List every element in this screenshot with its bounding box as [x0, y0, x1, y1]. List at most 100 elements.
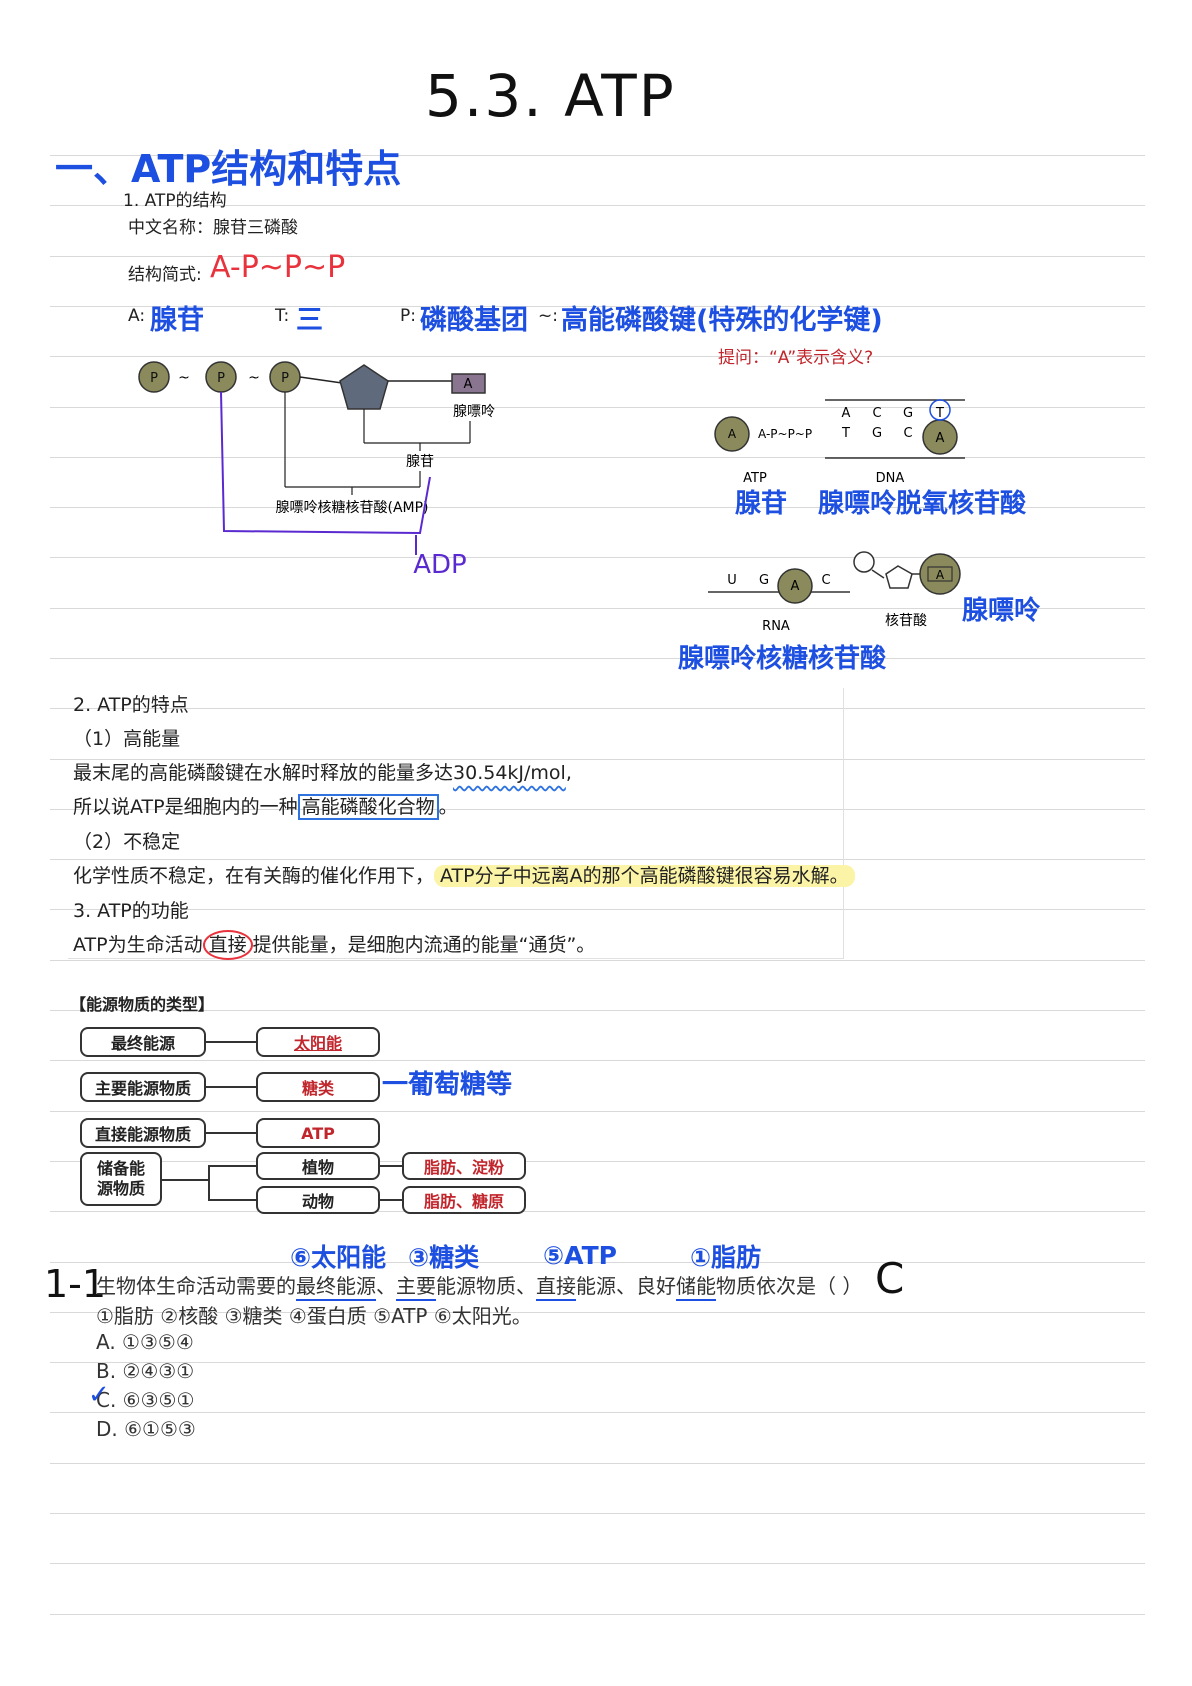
dna-small-label: DNA: [876, 471, 905, 486]
dna-top-2: C: [872, 406, 881, 421]
nucleotide-note: 腺嘌呤: [962, 596, 1041, 626]
dna-bottom-4: A: [936, 431, 945, 446]
energy-right-1: 太阳能: [256, 1027, 380, 1057]
a-meaning-diagram: A A-P~P~P ATP A C G T T G C A DNA U G A …: [708, 399, 965, 634]
storage-connector: [162, 1179, 208, 1181]
ruled-line: [50, 1161, 1145, 1162]
storage-left: 储备能源物质: [80, 1152, 162, 1206]
energy-connector-1: [206, 1041, 256, 1043]
direct-circle: 直接: [202, 930, 253, 960]
t-label: T:: [275, 306, 290, 326]
atp-small-label: ATP: [743, 471, 767, 486]
ruled-line: [50, 1513, 1145, 1514]
ruled-line: [50, 1362, 1145, 1363]
option-a[interactable]: A. ①③⑤④: [96, 1330, 194, 1354]
ruled-line: [50, 457, 1145, 458]
option-c[interactable]: C. ⑥③⑤①: [96, 1388, 195, 1412]
dna-top-3: G: [903, 406, 913, 421]
dna-bottom-3: C: [903, 426, 912, 441]
annotation-atp: ⑤ATP: [543, 1241, 617, 1270]
rna-letter-3: A: [791, 579, 800, 594]
svg-text:P: P: [281, 371, 289, 386]
energy-line: 最末尾的高能磷酸键在水解时释放的能量多达30.54kJ/mol,: [73, 762, 572, 784]
ruled-line: [50, 1463, 1145, 1464]
ruled-line: [50, 909, 1145, 910]
ruled-line: [50, 608, 1145, 609]
phosphate-group-3: P: [269, 361, 301, 393]
amp-label: 腺嘌呤核糖核苷酸(AMP): [275, 500, 428, 516]
option-d[interactable]: D. ⑥①⑤③: [96, 1417, 196, 1441]
adenine-label: 腺嘌呤: [453, 404, 495, 420]
rna-letter-1: U: [727, 573, 737, 588]
energy-types-title: 【能源物质的类型】: [70, 995, 215, 1014]
p-label: P:: [400, 306, 416, 326]
subheading-function: 3. ATP的功能: [73, 900, 189, 922]
ruled-line: [50, 1060, 1145, 1061]
formula-label: 结构简式:: [128, 265, 202, 285]
ruled-line: [50, 960, 1145, 961]
tilde-label: ~:: [538, 306, 558, 326]
t-value: 三: [296, 305, 323, 336]
subheading-atp-features: 2. ATP的特点: [73, 694, 189, 716]
animal-value-connector: [380, 1199, 402, 1201]
atp-structure-diagram: P ~ P ~ P A 腺嘌呤 腺苷 腺嘌呤核糖核苷酸(AMP) ADP: [138, 361, 495, 580]
question-stem-line2: ①脂肪 ②核酸 ③糖类 ④蛋白质 ⑤ATP ⑥太阳光。: [96, 1304, 532, 1328]
ribose-pentagon: [339, 364, 389, 410]
hydrolysis-highlight: ATP分子中远离A的那个高能磷酸键很容易水解。: [434, 865, 855, 887]
storage-branch: [208, 1165, 210, 1200]
phosphate-group-2: P: [205, 361, 237, 393]
formula-value: A-P~P~P: [210, 250, 346, 285]
ruled-line: [50, 759, 1145, 760]
energy-value: 30.54kJ/mol: [453, 762, 566, 784]
ruled-line: [50, 306, 1145, 307]
ruled-line: [50, 407, 1145, 408]
svg-text:P: P: [150, 371, 158, 386]
animal-value: 脂肪、糖原: [402, 1186, 526, 1214]
ruled-line: [50, 1262, 1145, 1263]
section-heading-structure: 一、ATP结构和特点: [55, 147, 402, 191]
features-box: [68, 688, 844, 959]
ruled-line: [50, 809, 1145, 810]
compound-highlight: 高能磷酸化合物: [297, 794, 439, 820]
adp-label: ADP: [413, 550, 467, 580]
energy-connector-3: [206, 1132, 256, 1134]
ruled-line: [50, 1614, 1145, 1615]
storage-plant: 植物: [256, 1152, 380, 1180]
energy-right-2: 糖类: [256, 1072, 380, 1102]
annotation-sun: ⑥太阳能: [290, 1243, 387, 1272]
annotation-fat: ①脂肪: [690, 1243, 762, 1272]
svg-text:~: ~: [248, 370, 260, 386]
storage-animal: 动物: [256, 1186, 380, 1214]
dna-note: 腺嘌呤脱氧核苷酸: [818, 489, 1027, 519]
ruled-line: [50, 658, 1145, 659]
energy-right-3: ATP: [256, 1118, 380, 1148]
unstable-line: 化学性质不稳定，在有关酶的催化作用下，ATP分子中远离A的那个高能磷酸键很容易水…: [73, 861, 855, 888]
ruled-line: [50, 507, 1145, 508]
dna-small: A C G T T G C A DNA: [825, 399, 965, 486]
rna-letter-2: G: [759, 573, 769, 588]
svg-text:A: A: [936, 568, 945, 582]
energy-connector-2: [206, 1086, 256, 1088]
ruled-line: [50, 205, 1145, 206]
compound-line: 所以说ATP是细胞内的一种高能磷酸化合物。: [73, 794, 458, 820]
rna-small: U G A C RNA: [708, 568, 850, 634]
ruled-line: [50, 1010, 1145, 1011]
option-b[interactable]: B. ②④③①: [96, 1359, 195, 1383]
energy-left-2: 主要能源物质: [80, 1072, 206, 1102]
svg-text:A: A: [464, 377, 473, 392]
question-stem: 生物体生命活动需要的最终能源、主要能源物质、直接能源、良好储能物质依次是（ ）: [96, 1274, 863, 1298]
atp-small: A A-P~P~P ATP: [714, 416, 812, 486]
check-mark-icon: ✓: [88, 1380, 110, 1410]
subheading-high-energy: （1）高能量: [73, 728, 181, 750]
rna-note: 腺嘌呤核糖核苷酸: [678, 644, 887, 674]
ruled-line: [50, 1111, 1145, 1112]
phosphate-group-1: P: [138, 361, 170, 393]
dna-top-4: T: [935, 406, 944, 421]
glucose-note: 一葡萄糖等: [382, 1070, 513, 1100]
subheading-unstable: （2）不稳定: [73, 831, 181, 853]
question-prompt: 提问：“A”表示含义?: [718, 348, 874, 368]
answer-mark: C: [875, 1254, 905, 1303]
svg-text:~: ~: [178, 370, 190, 386]
ruled-line: [50, 356, 1145, 357]
subheading-atp-structure: 1. ATP的结构: [123, 191, 227, 211]
